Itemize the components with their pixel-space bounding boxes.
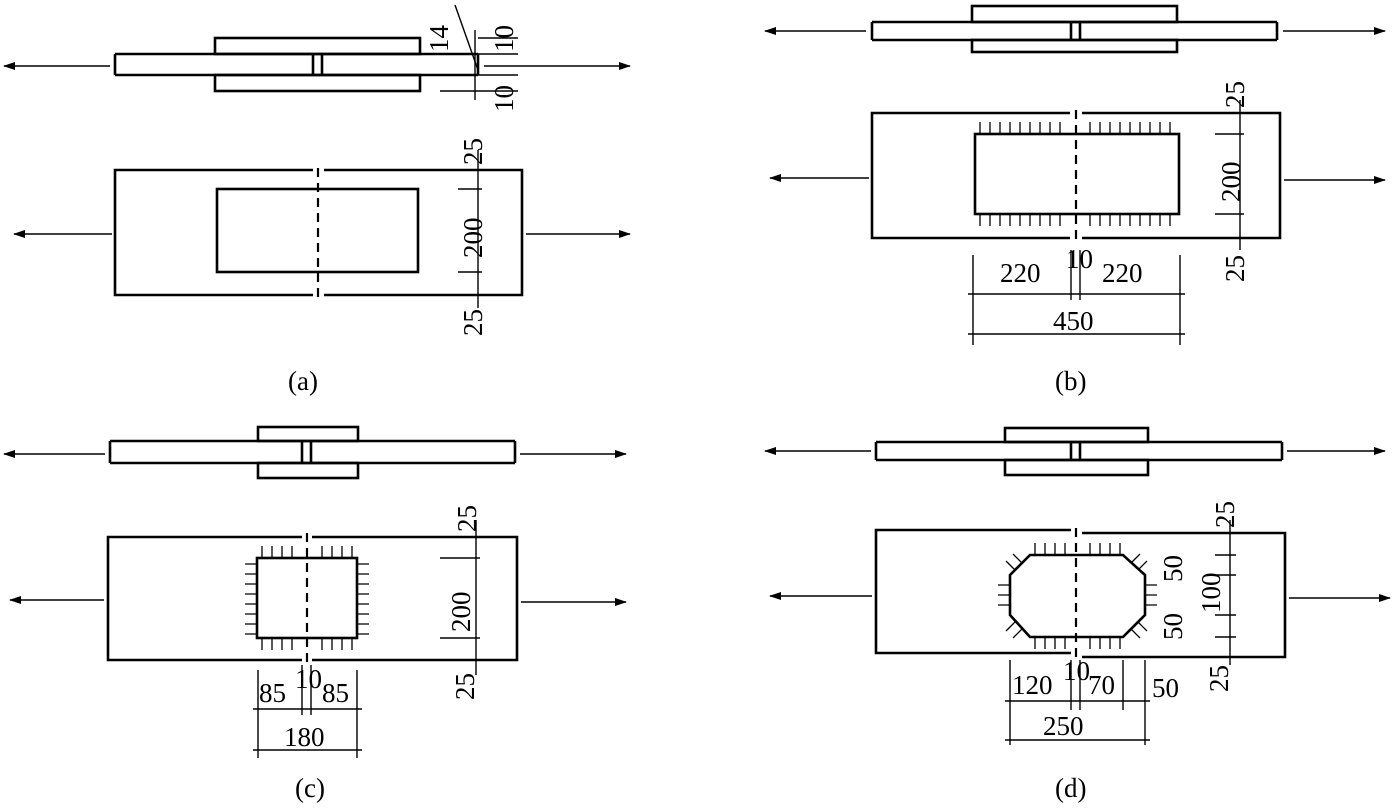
dim-c-edge-bottom: 25 xyxy=(450,673,480,700)
panel-b-side-view xyxy=(764,4,1386,54)
panel-c: 25 200 25 85 10 85 180 (c) xyxy=(3,425,627,803)
panel-c-weld-marks xyxy=(245,546,369,650)
panel-b-plan-view: 25 200 25 220 10 220 450 xyxy=(769,81,1386,345)
dim-d-edge-top: 25 xyxy=(1210,501,1240,528)
dim-c-width: 200 xyxy=(446,592,476,633)
caption-d: (d) xyxy=(1055,773,1086,803)
dim-d-right-len: 70 xyxy=(1088,670,1115,700)
dim-b-width: 200 xyxy=(1216,162,1246,203)
panel-b-weld-marks xyxy=(979,122,1171,226)
dim-d-edge-bottom: 25 xyxy=(1204,665,1234,692)
dim-a-width: 200 xyxy=(458,218,488,259)
dim-d-gap: 10 xyxy=(1063,656,1090,686)
dim-b-edge-top: 25 xyxy=(1220,81,1250,108)
dim-d-chamfer-top: 50 xyxy=(1158,555,1188,582)
dim-c-left-len: 85 xyxy=(259,678,286,708)
panel-c-side-view xyxy=(3,425,627,480)
dim-b-edge-bottom: 25 xyxy=(1220,255,1250,282)
dim-d-total-len: 250 xyxy=(1043,711,1084,741)
dim-b-right-len: 220 xyxy=(1102,258,1143,288)
dim-d-left-len: 120 xyxy=(1012,670,1053,700)
panel-d-side-view xyxy=(764,426,1386,477)
dim-d-flat-side: 100 xyxy=(1196,573,1226,614)
panel-b: 25 200 25 220 10 220 450 (b) xyxy=(764,4,1386,396)
panel-a: 14 10 10 25 200 25 (a) xyxy=(3,4,631,396)
panel-d-plan-view: 25 50 100 50 25 120 10 70 50 250 xyxy=(769,501,1391,745)
dim-c-edge-top: 25 xyxy=(452,505,482,532)
dim-b-gap: 10 xyxy=(1066,244,1093,274)
caption-a: (a) xyxy=(288,366,318,396)
panel-d: 25 50 100 50 25 120 10 70 50 250 (d) xyxy=(764,426,1391,803)
panel-a-side-view: 14 10 10 xyxy=(3,4,631,112)
dim-a-10-bottom: 10 xyxy=(489,85,519,112)
dim-d-chamfer-bottom: 50 xyxy=(1158,613,1188,640)
panel-d-weld-marks xyxy=(998,543,1157,649)
dim-c-right-len: 85 xyxy=(322,678,349,708)
dim-b-total-len: 450 xyxy=(1053,306,1094,336)
dim-c-total-len: 180 xyxy=(284,722,325,752)
dim-a-edge-bottom: 25 xyxy=(458,309,488,336)
panel-a-plan-view: 25 200 25 xyxy=(13,138,631,336)
dim-c-gap: 10 xyxy=(295,664,322,694)
caption-c: (c) xyxy=(295,773,325,803)
dim-d-chamfer-len: 50 xyxy=(1152,673,1179,703)
dim-a-14: 14 xyxy=(424,25,454,53)
panel-c-plan-view: 25 200 25 85 10 85 180 xyxy=(9,505,627,758)
dim-a-edge-top: 25 xyxy=(458,138,488,165)
caption-b: (b) xyxy=(1055,366,1086,396)
dim-a-10-top: 10 xyxy=(489,25,519,52)
dim-b-left-len: 220 xyxy=(1000,258,1041,288)
